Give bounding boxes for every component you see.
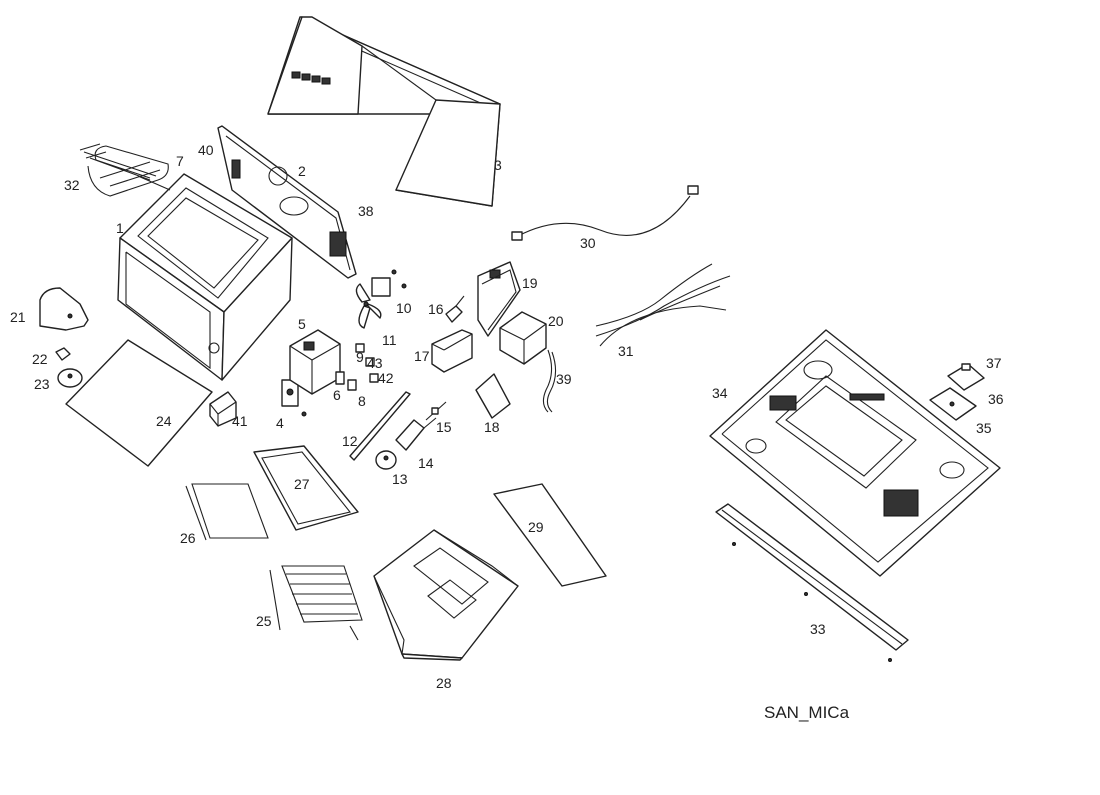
part-diode: [425, 401, 447, 421]
part-label-9: 9: [356, 349, 364, 365]
part-label-15: 15: [436, 419, 452, 435]
part-power-cord: [511, 185, 699, 241]
part-outer-cover: [267, 16, 501, 207]
part-label-14: 14: [418, 455, 434, 471]
part-label-24: 24: [156, 413, 172, 429]
part-label-43: 43: [367, 355, 383, 371]
part-label-40: 40: [198, 142, 214, 158]
part-latch-switch: [281, 379, 307, 417]
model-code: SAN_MICa: [764, 703, 850, 722]
part-small-clips: [335, 343, 379, 391]
part-label-7: 7: [176, 153, 184, 169]
part-hinge-bracket: [947, 363, 985, 391]
part-label-8: 8: [358, 393, 366, 409]
part-label-13: 13: [392, 471, 408, 487]
part-label-23: 23: [34, 376, 50, 392]
part-small-plate: [929, 387, 977, 421]
part-label-37: 37: [986, 355, 1002, 371]
part-label-42: 42: [378, 370, 394, 386]
part-label-36: 36: [988, 391, 1004, 407]
part-motor-clip: [55, 347, 71, 361]
part-packing-foam: [373, 529, 519, 661]
part-oven-cavity: [117, 173, 293, 381]
part-label-28: 28: [436, 675, 452, 691]
part-foam-sheet: [493, 483, 607, 587]
part-label-12: 12: [342, 433, 358, 449]
part-label-38: 38: [358, 203, 374, 219]
part-label-25: 25: [256, 613, 272, 629]
part-label-16: 16: [428, 301, 444, 317]
part-side-bracket: [39, 287, 89, 331]
part-transformer: [289, 329, 341, 395]
part-wire-rack-flat: [185, 483, 269, 541]
part-label-3: 3: [494, 157, 502, 173]
part-capacitor: [395, 417, 437, 451]
part-control-board: [477, 261, 521, 337]
part-wire-harness: [595, 263, 731, 347]
part-label-17: 17: [414, 348, 430, 364]
part-label-20: 20: [548, 313, 564, 329]
part-label-35: 35: [976, 420, 992, 436]
part-label-6: 6: [333, 387, 341, 403]
part-label-30: 30: [580, 235, 596, 251]
part-hv-transformer: [499, 311, 547, 365]
part-label-26: 26: [180, 530, 196, 546]
part-base-plate: [709, 329, 1001, 577]
part-back-panel: [217, 125, 357, 279]
part-small-motor: [375, 450, 397, 470]
part-labels: 1 2 3 4 5 6 7 8 9 10 11 12 13 14 15 16 1…: [10, 142, 1004, 691]
part-wire: [542, 349, 557, 413]
part-grill-rack: [269, 565, 363, 641]
part-rod: [349, 391, 411, 461]
part-label-32: 32: [64, 177, 80, 193]
part-label-21: 21: [10, 309, 26, 325]
part-label-2: 2: [298, 163, 306, 179]
part-glass-plate: [65, 339, 213, 467]
part-angle-bracket: [475, 373, 511, 419]
part-label-31: 31: [618, 343, 634, 359]
part-label-41: 41: [232, 413, 248, 429]
part-sensor: [445, 295, 465, 323]
part-label-4: 4: [276, 415, 284, 431]
part-fan-blade: [355, 283, 382, 329]
part-label-22: 22: [32, 351, 48, 367]
part-label-29: 29: [528, 519, 544, 535]
part-turntable: [253, 445, 359, 531]
part-label-10: 10: [396, 300, 412, 316]
part-fan-motor: [371, 269, 407, 297]
part-label-19: 19: [522, 275, 538, 291]
part-label-18: 18: [484, 419, 500, 435]
part-label-39: 39: [556, 371, 572, 387]
part-block: [209, 391, 237, 427]
part-door-trim: [715, 503, 909, 662]
part-label-5: 5: [298, 316, 306, 332]
part-label-33: 33: [810, 621, 826, 637]
cover-vents-icon: [291, 71, 331, 85]
part-heating-element: [79, 143, 171, 197]
part-label-11: 11: [382, 332, 397, 348]
part-label-27: 27: [294, 476, 310, 492]
part-label-1: 1: [116, 220, 124, 236]
part-mount-bracket: [431, 329, 473, 373]
part-label-34: 34: [712, 385, 728, 401]
part-turntable-motor: [57, 368, 83, 388]
